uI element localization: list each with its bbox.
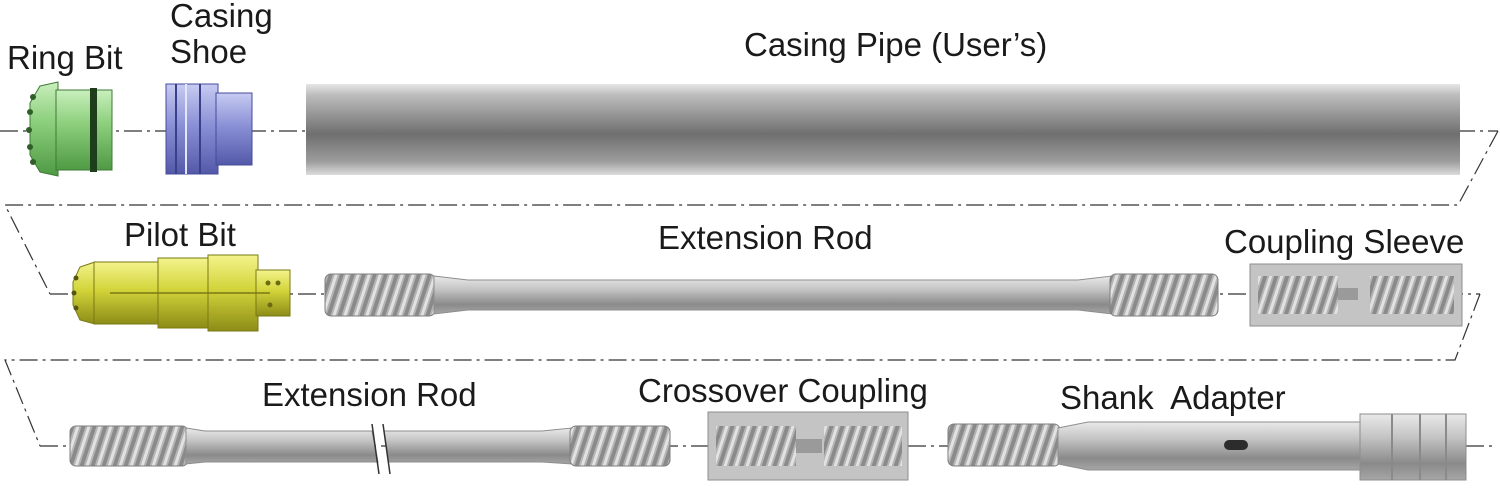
ring-bit <box>26 81 113 177</box>
shank-adapter <box>947 413 1467 481</box>
casing-pipe-label: Casing Pipe (User’s) <box>744 26 1048 63</box>
crossover-coupling-label: Crossover Coupling <box>638 372 928 409</box>
extension-rod-top <box>324 273 1219 317</box>
extension-rod-bottom <box>69 423 671 475</box>
casing-shoe <box>165 83 253 175</box>
extension-rod-bottom-label: Extension Rod <box>262 376 477 413</box>
casing-shoe-label-line1: Casing <box>170 0 273 34</box>
extension-rod-top-label: Extension Rod <box>658 219 873 256</box>
casing-shoe-label-line2: Shoe <box>170 33 248 70</box>
casing-pipe <box>306 84 1460 175</box>
crossover-coupling <box>707 411 909 481</box>
casing-shoe-label: Casing Shoe <box>170 0 273 70</box>
pilot-bit <box>71 254 291 332</box>
coupling-sleeve-label: Coupling Sleeve <box>1224 223 1465 260</box>
fold-line-1 <box>4 130 1499 295</box>
shank-adapter-label: Shank Adapter <box>1060 379 1286 416</box>
pilot-bit-label: Pilot Bit <box>124 216 236 253</box>
coupling-sleeve <box>1249 263 1463 327</box>
ring-bit-label: Ring Bit <box>7 39 123 76</box>
fold-line-2 <box>4 293 1481 447</box>
